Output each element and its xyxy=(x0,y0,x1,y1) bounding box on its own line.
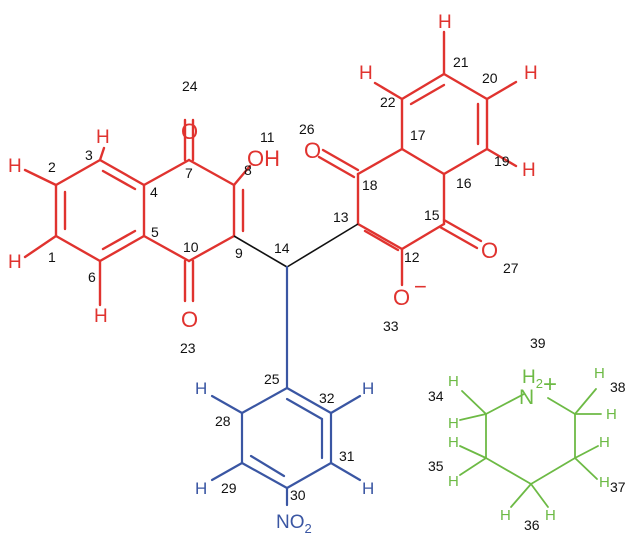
atom-OH-11: OH xyxy=(247,146,280,171)
nitrophenyl-group xyxy=(210,265,362,507)
atom-number-31: 31 xyxy=(339,448,355,464)
atom-H-36a: H xyxy=(500,507,511,524)
atom-H-37b: H xyxy=(599,474,610,491)
nitro-group: NO2 xyxy=(276,512,312,536)
atom-number-22: 22 xyxy=(380,94,396,110)
atom-number-3: 3 xyxy=(85,147,93,163)
atom-H-35b: H xyxy=(448,473,459,490)
atom-numbering: 1 2 3 4 5 6 7 8 9 10 11 12 13 14 15 16 1… xyxy=(48,54,626,533)
atom-number-29: 29 xyxy=(221,480,237,496)
atom-number-16: 16 xyxy=(456,175,472,191)
atom-O-26: O xyxy=(304,138,321,163)
atom-number-4: 4 xyxy=(150,184,158,200)
atom-number-26: 26 xyxy=(299,121,315,137)
atom-number-35: 35 xyxy=(428,458,444,474)
atom-number-7: 7 xyxy=(185,165,193,181)
atom-number-18: 18 xyxy=(362,177,378,193)
atom-number-5: 5 xyxy=(151,224,159,240)
atom-H-1: H xyxy=(8,252,22,273)
atom-H-6: H xyxy=(94,306,108,327)
atom-number-34: 34 xyxy=(428,388,444,404)
atom-H-21: H xyxy=(438,12,452,33)
atom-H-35a: H xyxy=(448,434,459,451)
atom-O-27: O xyxy=(481,238,498,263)
atom-number-28: 28 xyxy=(215,413,231,429)
atom-number-37: 37 xyxy=(610,479,626,495)
atom-H-29: H xyxy=(195,479,207,498)
charge-minus: − xyxy=(414,274,427,299)
atom-NH2-39: H2 xyxy=(522,367,543,391)
atom-H-2: H xyxy=(8,156,22,177)
atom-O-24: O xyxy=(181,119,198,144)
piperidinium-ring xyxy=(459,388,602,508)
atom-H-28: H xyxy=(195,379,207,398)
atom-number-1: 1 xyxy=(48,249,56,265)
atom-H-31: H xyxy=(362,479,374,498)
atom-number-10: 10 xyxy=(183,239,199,255)
atom-number-9: 9 xyxy=(235,245,243,261)
atom-number-38: 38 xyxy=(610,379,626,395)
atom-number-23: 23 xyxy=(180,340,196,356)
atom-number-32: 32 xyxy=(319,390,335,406)
atom-number-8: 8 xyxy=(244,162,252,178)
atom-number-30: 30 xyxy=(290,487,306,503)
atom-H-38b: H xyxy=(606,406,617,423)
left-naphthoquinone xyxy=(23,118,252,307)
atom-H-38a: H xyxy=(594,365,605,382)
atom-number-12: 12 xyxy=(404,249,420,265)
atom-number-2: 2 xyxy=(48,159,56,175)
atom-number-33: 33 xyxy=(383,318,399,334)
atom-number-27: 27 xyxy=(503,260,519,276)
atom-number-14: 14 xyxy=(274,240,290,256)
atom-O-33: O xyxy=(393,285,410,310)
atom-H-3: H xyxy=(96,127,110,148)
atom-H-22: H xyxy=(359,63,373,84)
atom-H-34b: H xyxy=(448,415,459,432)
atom-labels-green: H2 N + H H H H H H H H H H xyxy=(448,365,617,524)
central-methine-bonds xyxy=(233,223,359,268)
atom-O-23: O xyxy=(181,307,198,332)
atom-number-11: 11 xyxy=(260,129,275,145)
atom-number-20: 20 xyxy=(482,70,498,86)
atom-number-24: 24 xyxy=(182,78,198,94)
atom-number-19: 19 xyxy=(494,153,510,169)
atom-H-34a: H xyxy=(448,373,459,390)
atom-H-36b: H xyxy=(545,507,556,524)
atom-N-39: N xyxy=(519,386,534,409)
atom-labels-red: H H H H O O OH H H H H O O O − xyxy=(8,12,538,332)
atom-H-20: H xyxy=(524,63,538,84)
atom-number-25: 25 xyxy=(264,371,280,387)
atom-number-15: 15 xyxy=(424,207,440,223)
atom-number-17: 17 xyxy=(410,127,426,143)
atom-number-39: 39 xyxy=(530,335,546,351)
right-naphthoquinone xyxy=(317,30,518,287)
charge-plus: + xyxy=(543,371,557,398)
atom-H-32: H xyxy=(362,379,374,398)
atom-H-19: H xyxy=(522,160,536,181)
atom-H-37a: H xyxy=(599,434,610,451)
atom-number-13: 13 xyxy=(333,209,349,225)
atom-number-6: 6 xyxy=(88,269,96,285)
atom-number-36: 36 xyxy=(524,517,540,533)
atom-labels-blue: H H H H NO2 xyxy=(195,379,374,536)
atom-number-21: 21 xyxy=(453,54,469,70)
